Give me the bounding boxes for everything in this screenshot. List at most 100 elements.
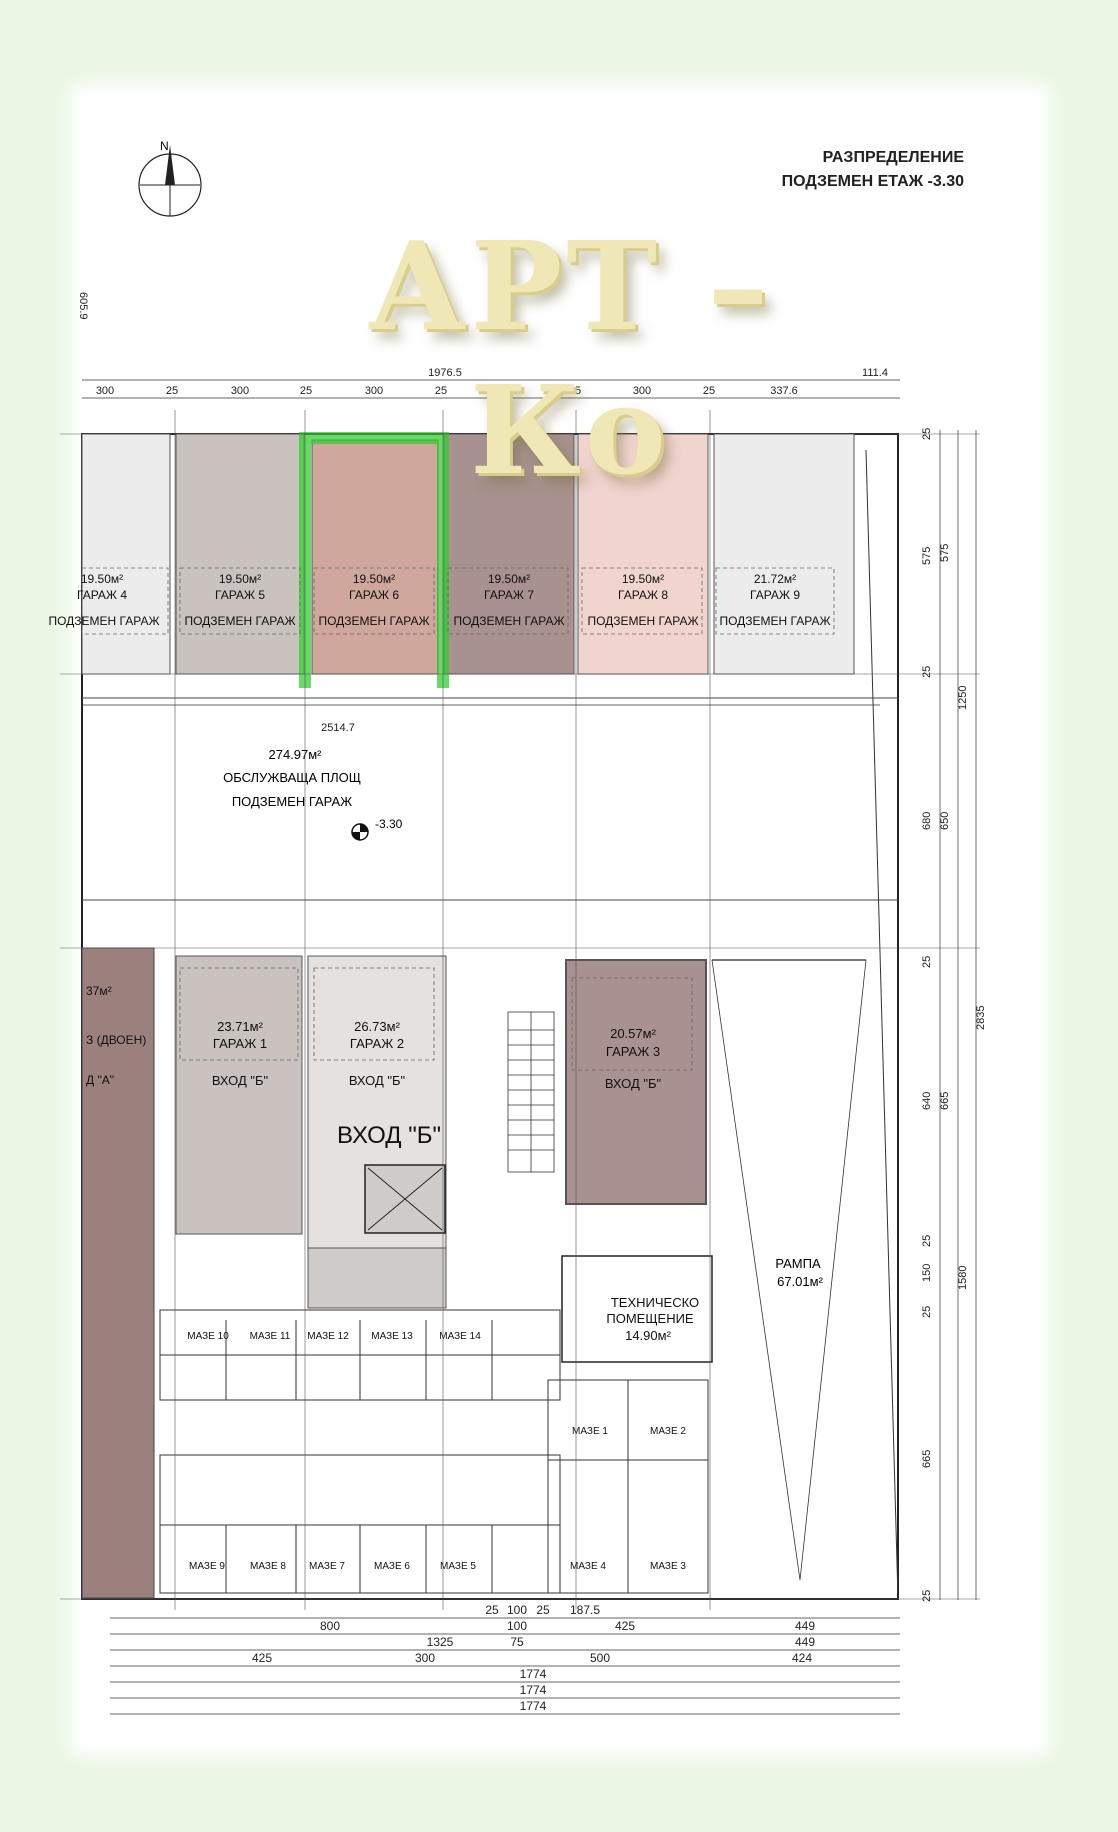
- dim-top-7: 25: [569, 385, 581, 397]
- bottom-dimension-lines: [110, 1617, 900, 1715]
- dim-top-4: 300: [365, 385, 383, 397]
- company-logo: АРТ – Ко: [367, 214, 773, 502]
- garage-8-type: ПОДЗЕМЕН ГАРАЖ: [587, 614, 698, 628]
- north-compass-icon: N: [138, 139, 202, 217]
- structural-grid: [60, 410, 980, 1610]
- dim-bottom-small-0: 25: [485, 1603, 499, 1617]
- dim-bottom-2-2: 500: [590, 1651, 610, 1665]
- garage-8-area-label: 19.50м²: [622, 572, 664, 586]
- dim-bottom-small-5: 425: [615, 1619, 635, 1633]
- drawing-title-line1: РАЗПРЕДЕЛЕНИЕ: [822, 149, 964, 166]
- dim-right2-0: 575: [939, 544, 951, 562]
- garage-5-type: ПОДЗЕМЕН ГАРАЖ: [184, 614, 295, 628]
- dim-bottom-1-1: 449: [795, 1635, 815, 1649]
- storage-6: МАЗЕ 6: [374, 1561, 410, 1572]
- dim-right-10: 25: [921, 1590, 933, 1602]
- garage-6-type: ПОДЗЕМЕН ГАРАЖ: [318, 614, 429, 628]
- dim-right-2: 25: [921, 666, 933, 678]
- drawing-title-line2: ПОДЗЕМЕН ЕТАЖ -3.30: [781, 173, 964, 190]
- garage-3-entrance: ВХОД "Б": [605, 1076, 662, 1091]
- entrance-b-label: ВХОД "Б": [337, 1122, 441, 1149]
- dim-bottom-0-0: 800: [320, 1619, 340, 1633]
- garage-4-area-label: 19.50м²: [81, 572, 123, 586]
- dim-top-total: 1976.5: [428, 367, 462, 379]
- dim-right2-5: 1580: [957, 1266, 969, 1290]
- garage-6-area-label: 19.50м²: [353, 572, 395, 586]
- garage-1-area-label: 23.71м²: [217, 1019, 263, 1034]
- dim-right-1: 575: [921, 547, 933, 565]
- dim-bottom-1-0: 1325: [427, 1635, 454, 1649]
- dim-top-1: 25: [166, 385, 178, 397]
- staircase: [507, 1011, 555, 1173]
- elevator-shaft: [364, 1164, 446, 1234]
- service-area-type: ПОДЗЕМЕН ГАРАЖ: [232, 794, 352, 809]
- dim-right-3: 680: [921, 812, 933, 830]
- dim-top-10: 337.6: [770, 385, 798, 397]
- ramp-area: 67.01м²: [777, 1274, 823, 1289]
- technical-room-line1: ТЕХНИЧЕСКО: [611, 1295, 699, 1310]
- storage-7: МАЗЕ 7: [309, 1561, 345, 1572]
- dim-bottom-small-1: 100: [507, 1603, 527, 1617]
- ramp: РАМПА 67.01м²: [711, 449, 899, 1600]
- garage-2-name: ГАРАЖ 2: [350, 1036, 404, 1051]
- dim-top-5: 25: [435, 385, 447, 397]
- storage-11: МАЗЕ 11: [250, 1331, 291, 1342]
- garage-7-name: ГАРАЖ 7: [484, 588, 534, 602]
- dim-right-9: 665: [921, 1450, 933, 1468]
- dim-right-6: 25: [921, 1235, 933, 1247]
- dim-bottom-0-1: 449: [795, 1619, 815, 1633]
- garage-9-name: ГАРАЖ 9: [750, 588, 800, 602]
- dim-right-7: 150: [921, 1264, 933, 1282]
- upper-garage-row: [81, 432, 855, 688]
- garage-9-area-label: 21.72м²: [754, 572, 796, 586]
- dim-right2-2: 650: [939, 812, 951, 830]
- storage-1: МАЗЕ 1: [572, 1426, 608, 1437]
- garage-1-entrance: ВХОД "Б": [212, 1073, 269, 1088]
- compass-label: N: [160, 139, 169, 153]
- storage-3: МАЗЕ 3: [650, 1561, 686, 1572]
- garage-3-name: ГАРАЖ 3: [606, 1044, 660, 1059]
- dim-right-8: 25: [921, 1306, 933, 1318]
- dim-bottom-5-0: 1774: [520, 1699, 547, 1713]
- dim-top-right: 111.4: [862, 367, 888, 379]
- dim-top-8: 300: [633, 385, 651, 397]
- garage-2-area-label: 26.73м²: [354, 1019, 400, 1034]
- storage-2: МАЗЕ 2: [650, 1426, 686, 1437]
- service-area-name: ОБСЛУЖВАЩА ПЛОЩ: [223, 770, 361, 785]
- storage-9: МАЗЕ 9: [189, 1561, 225, 1572]
- garage-8-name: ГАРАЖ 8: [618, 588, 668, 602]
- dim-bottom-2-0: 425: [252, 1651, 272, 1665]
- garage-3-area-label: 20.57м²: [610, 1026, 656, 1041]
- dim-top-3: 25: [300, 385, 312, 397]
- partial-garage-name: З (ДВОЕН): [86, 1033, 146, 1047]
- dim-right-5: 640: [921, 1092, 933, 1110]
- dim-bottom-small-6: 75: [510, 1635, 524, 1649]
- garage-9-type: ПОДЗЕМЕН ГАРАЖ: [719, 614, 830, 628]
- garage-3-area: [565, 959, 707, 1205]
- dim-bottom-2-3: 424: [792, 1651, 812, 1665]
- garage-5-area-label: 19.50м²: [219, 572, 261, 586]
- dim-bottom-2-1: 300: [415, 1651, 435, 1665]
- garage-5-name: ГАРАЖ 5: [215, 588, 265, 602]
- storage-14: МАЗЕ 14: [439, 1331, 481, 1342]
- technical-room-area: 14.90м²: [625, 1328, 671, 1343]
- service-area-level: -3.30: [375, 817, 403, 831]
- dim-bottom-small-4: 100: [507, 1619, 527, 1633]
- dim-top-0: 300: [96, 385, 114, 397]
- entrance-a-strip: [81, 947, 155, 1599]
- technical-room: [561, 1255, 713, 1363]
- storage-4: МАЗЕ 4: [570, 1561, 606, 1572]
- storage-10: МАЗЕ 10: [187, 1331, 229, 1342]
- service-area-size: 274.97м²: [268, 747, 322, 762]
- garage-4-area: [81, 433, 171, 675]
- garage-1-area: [175, 955, 303, 1235]
- partial-garage-entrance: Д "А": [86, 1073, 114, 1087]
- dim-service-width: 2514.7: [321, 722, 355, 734]
- dim-right-0: 25: [921, 428, 933, 440]
- garage-4-name: ГАРАЖ 4: [77, 588, 127, 602]
- garage-2-entrance: ВХОД "Б": [349, 1073, 406, 1088]
- garage-6-name: ГАРАЖ 6: [349, 588, 399, 602]
- service-area: 274.97м² ОБСЛУЖВАЩА ПЛОЩ ПОДЗЕМЕН ГАРАЖ …: [82, 697, 898, 901]
- dim-bottom-3-0: 1774: [520, 1667, 547, 1681]
